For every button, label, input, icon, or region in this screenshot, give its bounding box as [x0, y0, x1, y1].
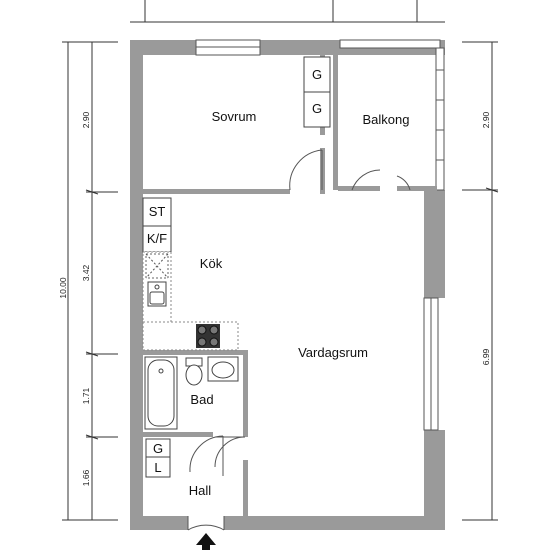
room-sovrum: Sovrum: [212, 109, 257, 124]
dim-left-3: 1.71: [81, 387, 91, 404]
dim-left-4: 1.66: [81, 469, 91, 486]
hall-closet-l: [145, 456, 171, 478]
storage-cabinet: [142, 197, 172, 227]
dim-total: 10.00: [58, 277, 68, 299]
door-balkong: [351, 169, 411, 191]
closet-g2-label: G: [312, 101, 322, 116]
dishwasher-icon: [145, 253, 169, 279]
kitchen-sink-icon: [147, 281, 167, 307]
bathroom-sink-icon: [207, 356, 239, 382]
storage-cabinet-label: ST: [149, 204, 166, 219]
room-vardagsrum: Vardagsrum: [298, 345, 368, 360]
fridge-freezer: [142, 225, 172, 253]
door-bad: [214, 436, 246, 468]
hall-closet-l-label: L: [154, 460, 161, 475]
closet-g1: [303, 56, 331, 93]
top-dimension-lines: [130, 0, 445, 23]
dim-left-2: 3.42: [81, 264, 91, 281]
bathtub-icon: [144, 356, 178, 430]
closet-g2: [303, 91, 331, 128]
hall-closet-g-label: G: [153, 441, 163, 456]
closet-g1-label: G: [312, 67, 322, 82]
room-hall: Hall: [189, 483, 212, 498]
entrance-arrow: [196, 533, 216, 550]
dim-right-2: 6.99: [481, 348, 491, 365]
room-kok: Kök: [200, 256, 223, 271]
door-sovrum: [289, 149, 323, 191]
room-balkong: Balkong: [363, 112, 410, 127]
right-dimension-lines: [462, 41, 499, 521]
room-bad: Bad: [190, 392, 213, 407]
dim-right-1: 2.90: [481, 111, 491, 128]
toilet-icon: [185, 357, 203, 386]
door-hall: [189, 435, 224, 476]
balcony-enclosure: [339, 39, 445, 191]
stove-icon: [196, 324, 220, 348]
window-vardagsrum: [423, 297, 439, 431]
window-sovrum: [195, 39, 261, 56]
left-dimension-lines: [62, 41, 118, 521]
dim-left-1: 2.90: [81, 111, 91, 128]
entrance-door: [187, 516, 225, 531]
fridge-freezer-label: K/F: [147, 231, 167, 246]
